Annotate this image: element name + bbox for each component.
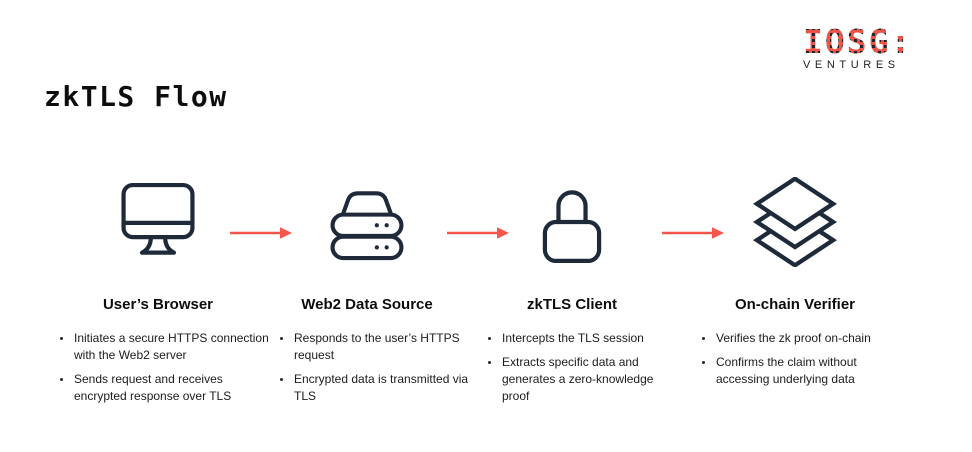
iosg-logo-text: IOSG: (803, 25, 933, 58)
step-bullets: Responds to the user’s HTTPS request Enc… (260, 330, 474, 405)
bullet-item: Encrypted data is transmitted via TLS (278, 371, 474, 405)
step-title: Web2 Data Source (301, 296, 433, 313)
step-bullets: Initiates a secure HTTPS connection with… (40, 330, 276, 405)
step-onchain-verifier: On-chain Verifier Verifies the zk proof … (682, 176, 908, 395)
step-title: zkTLS Client (526, 296, 617, 313)
monitor-icon (40, 176, 276, 268)
step-bullets: Verifies the zk proof on-chain Confirms … (682, 330, 908, 388)
step-users-browser: User’s Browser Initiates a secure HTTPS … (40, 176, 276, 412)
step-bullets: Intercepts the TLS session Extracts spec… (468, 330, 676, 405)
arrow-right-icon (447, 227, 509, 239)
step-title: On-chain Verifier (734, 296, 856, 313)
arrow-right-icon (230, 227, 292, 239)
bullet-item: Confirms the claim without accessing und… (700, 354, 908, 388)
layers-icon (682, 176, 908, 268)
bullet-item: Verifies the zk proof on-chain (700, 330, 908, 347)
iosg-ventures-logo: IOSG: VENTURES (803, 25, 933, 71)
ventures-logo-text: VENTURES (803, 59, 900, 71)
step-title: User’s Browser (102, 296, 214, 313)
page-title: zkTLS Flow (44, 80, 228, 113)
bullet-item: Sends request and receives encrypted res… (58, 371, 276, 405)
step-zktls-client: zkTLS Client Intercepts the TLS session … (468, 176, 676, 412)
bullet-item: Intercepts the TLS session (486, 330, 676, 347)
server-icon (260, 176, 474, 268)
lock-icon (468, 176, 676, 268)
step-web2-data-source: Web2 Data Source Responds to the user’s … (260, 176, 474, 412)
bullet-item: Initiates a secure HTTPS connection with… (58, 330, 276, 364)
bullet-item: Responds to the user’s HTTPS request (278, 330, 474, 364)
bullet-item: Extracts specific data and generates a z… (486, 354, 676, 405)
arrow-right-icon (662, 227, 724, 239)
